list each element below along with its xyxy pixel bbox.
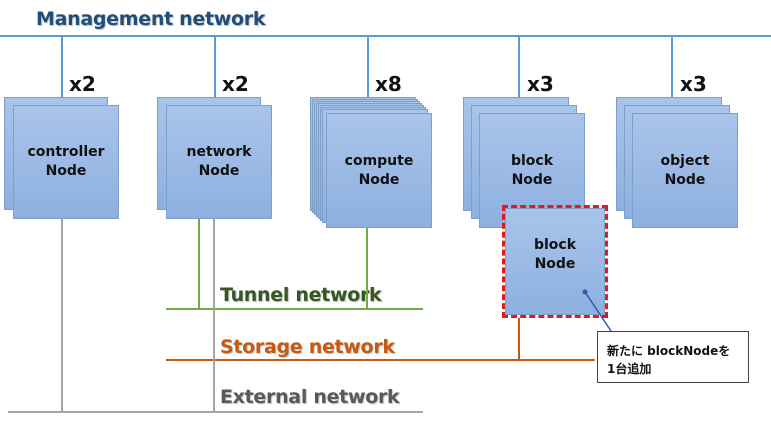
tunnel-network-line [166,308,423,310]
management-network-label: Management network [36,8,266,30]
object-node-label: object [660,152,710,169]
controller-count: x2 [69,72,96,96]
block-count: x3 [527,72,554,96]
tunnel-network-label: Tunnel network [220,284,382,306]
object-mgmt-link [671,36,673,97]
object-count: x3 [680,72,707,96]
block-node-sublabel: Node [511,171,553,188]
callout-note: 新たに blockNodeを 1台追加 [597,331,749,383]
external-network-label: External network [220,386,400,408]
compute-node-label: compute [344,152,414,169]
network-mgmt-link [214,36,216,97]
network-count: x2 [222,72,249,96]
callout-line-1: 新たに blockNodeを [607,344,731,358]
network-node-sublabel: Node [198,163,240,179]
storage-network-line [166,359,595,361]
controller-mgmt-link [61,36,63,97]
new-block-node-sublabel: Node [534,255,576,272]
network-node-label: network [186,144,252,160]
compute-node-sublabel: Node [358,171,400,188]
controller-node-sublabel: Node [45,163,87,179]
compute-tunnel-link [366,228,368,309]
block-storage-link [518,318,520,360]
new-node-highlight [502,205,608,318]
compute-mgmt-link [367,36,369,97]
storage-network-label: Storage network [220,336,395,358]
controller-external-link [61,218,63,412]
management-network-line [0,35,771,37]
network-tunnel-link [198,218,200,309]
block-node-label: block [510,152,554,169]
network-external-link [213,218,215,412]
callout-line-2: 1台追加 [607,362,652,376]
block-mgmt-link [518,36,520,97]
new-block-node-label: block [533,236,577,253]
controller-node-label: controller [27,144,105,160]
object-node-sublabel: Node [664,171,706,188]
compute-count: x8 [375,72,402,96]
external-network-line [8,411,423,413]
